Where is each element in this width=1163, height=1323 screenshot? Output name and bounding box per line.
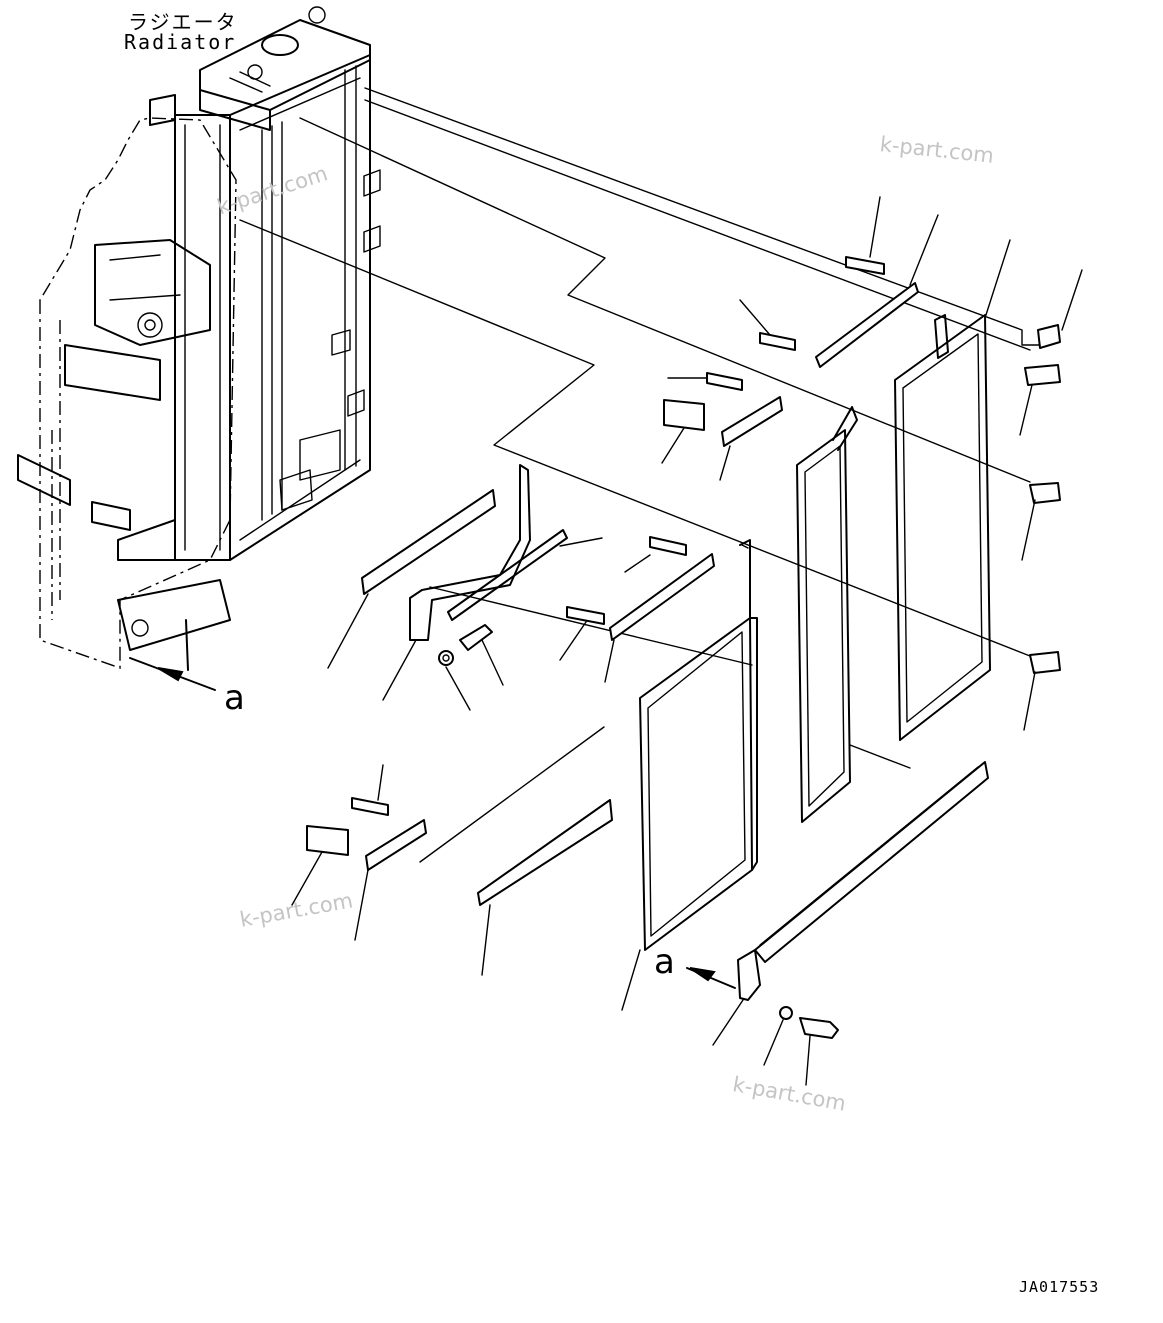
screen-frame-front: [639, 539, 758, 951]
assembly-lines: [239, 87, 1041, 863]
seal-strip-bracket: [737, 761, 989, 1001]
radiator-label-japanese: ラジエータ: [128, 10, 238, 34]
curved-bracket: [409, 464, 568, 641]
hardware: [438, 324, 1061, 1039]
screen-frame-narrow: [796, 406, 911, 823]
radiator-label-english: Radiator: [124, 30, 237, 54]
leader-lines: [291, 196, 1083, 1086]
screen-frame-large-right: [894, 314, 991, 741]
view-marker-left: a: [224, 678, 245, 718]
view-arrow-left: [129, 657, 216, 691]
foam-blocks: [306, 256, 919, 906]
view-arrow-right: [686, 967, 736, 989]
drawing-code: JA017553: [1019, 1278, 1100, 1296]
radiator-assembly: [17, 6, 381, 671]
view-marker-right: a: [654, 942, 675, 982]
